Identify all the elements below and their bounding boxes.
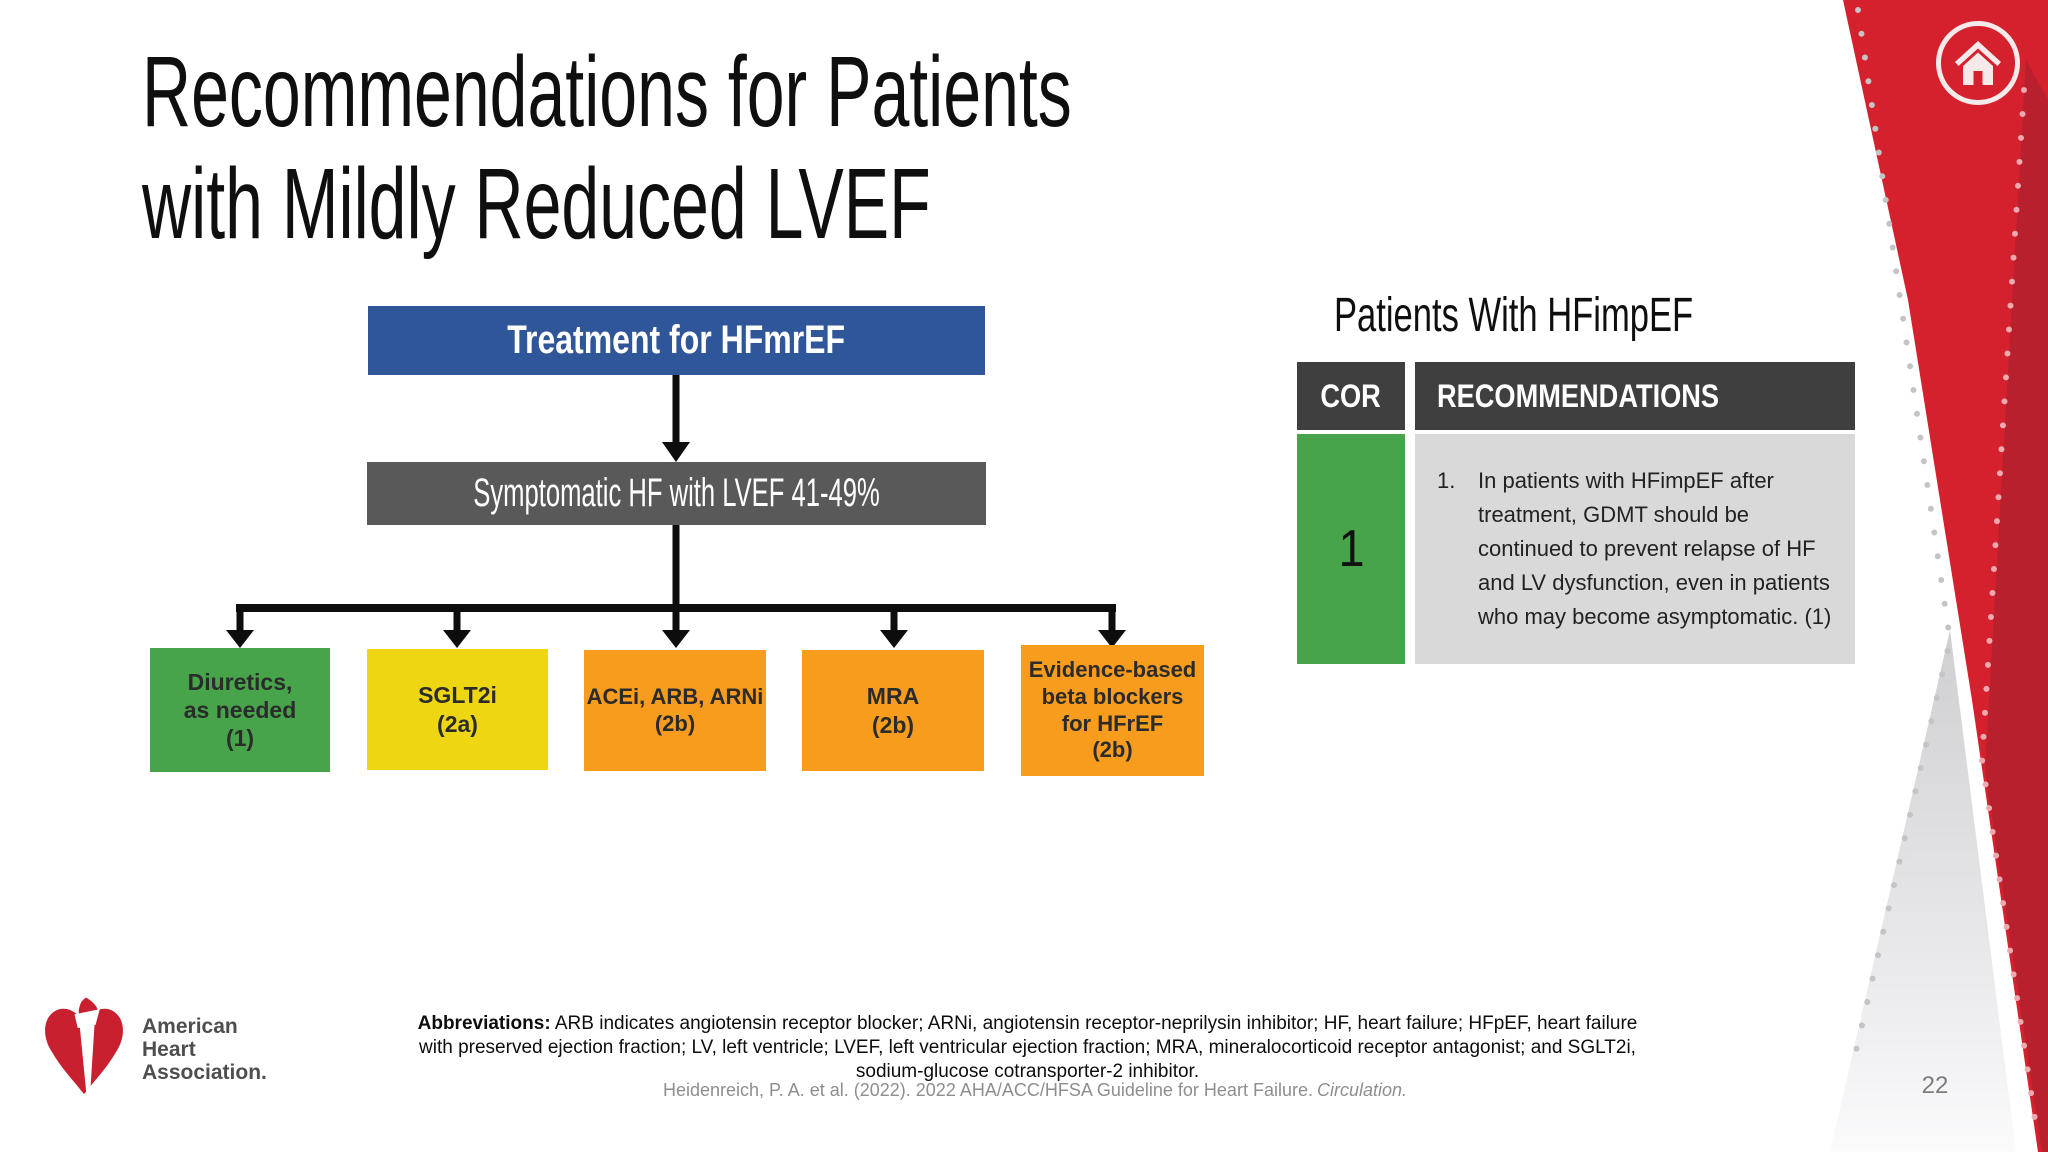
abbreviations-text: ARB indicates angiotensin receptor block… [419,1013,1638,1082]
home-button[interactable] [1936,21,2020,105]
recommendations-header-label: RECOMMENDATIONS [1437,377,1720,414]
citation-journal: Circulation. [1316,1080,1408,1100]
title-line-1: Recommendations for Patients [142,36,1072,148]
leaf-label: Diuretics, as needed (1) [183,668,297,752]
cor-value: 1 [1337,520,1365,578]
leaf-label: SGLT2i (2a) [418,682,497,737]
abbreviations: Abbreviations: ARB indicates angiotensin… [405,1012,1650,1084]
aha-text-line2: Heart [142,1037,196,1061]
aha-heart-torch-icon [45,997,123,1095]
flowchart-root-box: Treatment for HFmrEF [368,306,985,375]
cor-header-label: COR [1320,377,1382,414]
aha-text-line3: Association. [142,1060,267,1084]
aha-logo-text: American Heart Association. [142,1015,267,1084]
flowchart-condition-label: Symptomatic HF with LVEF 41-49% [473,471,880,515]
flowchart-leaf-beta-blockers: Evidence-based beta blockers for HFrEF (… [1021,645,1204,776]
recommendation-text: In patients with HFimpEF after treatment… [1478,468,1832,629]
flowchart-root-label: Treatment for HFmrEF [507,318,846,362]
hfimpef-title-text: Patients With HFimpEF [1334,289,1694,342]
flowchart-condition-box: Symptomatic HF with LVEF 41-49% [367,462,986,525]
page-number: 22 [1921,1072,1949,1099]
page-title: Recommendations for Patients with Mildly… [142,36,1509,260]
recommendation-item-number: 1. [1437,468,1456,493]
flowchart-leaf-diuretics: Diuretics, as needed (1) [150,648,330,772]
home-icon [1955,41,2001,85]
flowchart-leaf-mra: MRA (2b) [802,650,984,771]
table-cell-cor-value: 1 [1297,434,1405,664]
hfimpef-table-title: Patients With HFimpEF [1334,288,1833,343]
table-header-recommendations: RECOMMENDATIONS [1415,362,1855,430]
flowchart-leaf-sglt2i: SGLT2i (2a) [367,649,548,770]
leaf-label: MRA (2b) [866,683,920,738]
citation-text: Heidenreich, P. A. et al. (2022). 2022 A… [662,1080,1313,1100]
aha-logo: American Heart Association. [42,996,267,1102]
citation: Heidenreich, P. A. et al. (2022). 2022 A… [400,1080,1670,1101]
flowchart-leaf-acei-arb-arni: ACEi, ARB, ARNi (2b) [584,650,766,771]
aha-text-line1: American [142,1014,238,1038]
title-line-2: with Mildly Reduced LVEF [142,148,931,260]
table-cell-recommendation: 1. In patients with HFimpEF after treatm… [1415,434,1855,664]
leaf-label: Evidence-based beta blockers for HFrEF (… [1028,656,1197,763]
table-header-cor: COR [1297,362,1405,430]
abbreviations-label: Abbreviations: [417,1013,551,1034]
leaf-label: ACEi, ARB, ARNi (2b) [586,683,764,736]
